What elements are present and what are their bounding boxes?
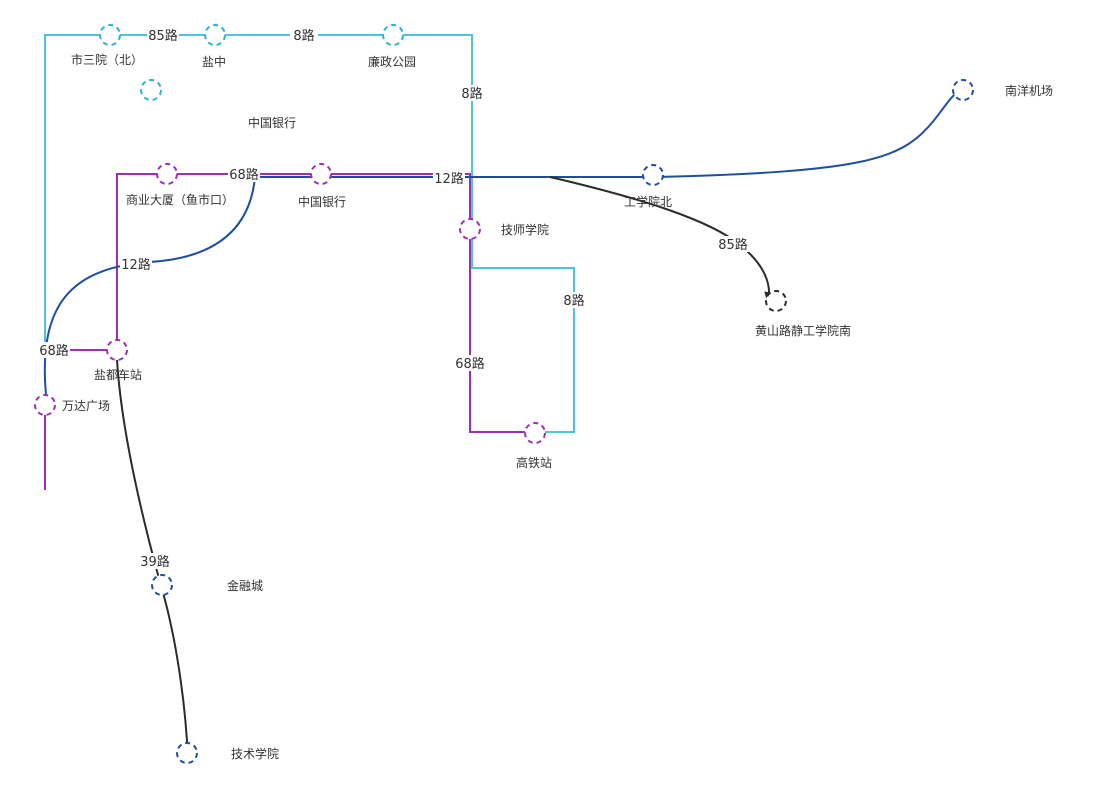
station-marker-zhongguo-top[interactable] [140, 79, 162, 101]
route-labels: 85路 8路 8路 68路 12路 12路 85路 8路 68路 68路 39路 [38, 27, 749, 570]
route-label-68-mid: 68路 [455, 356, 485, 372]
route-label-8-loop: 8路 [563, 293, 584, 309]
station-marker-yanzhong[interactable] [204, 24, 226, 46]
station-labels: 市三院（北） 盐中 廉政公园 中国银行 南洋机场 商业大厦（鱼市口） 中国银行 … [62, 52, 1053, 761]
station-marker-shangye[interactable] [156, 163, 178, 185]
station-label-lianzheng: 廉政公园 [368, 54, 416, 69]
route-line-purple-branch [70, 173, 525, 433]
station-label-yandu: 盐都车站 [94, 367, 142, 382]
station-marker-gongxueyuan[interactable] [642, 164, 664, 186]
route-label-68-left: 68路 [39, 343, 69, 359]
station-marker-wanda[interactable] [34, 394, 56, 416]
station-marker-jinrong[interactable] [151, 574, 173, 596]
station-label-gongxueyuan: 工学院北 [624, 194, 672, 209]
station-marker-nanyang[interactable] [952, 79, 974, 101]
route-line-navy-curve [43, 176, 256, 396]
station-marker-jishu[interactable] [176, 742, 198, 764]
route-label-12-left: 12路 [121, 257, 151, 273]
route-line-navy-main [255, 89, 964, 178]
station-label-wanda: 万达广场 [62, 399, 110, 413]
station-label-shangye: 商业大厦（鱼市口） [126, 192, 234, 207]
route-label-8-right: 8路 [461, 86, 482, 102]
station-label-jishi: 技师学院 [501, 222, 549, 237]
station-marker-yandu[interactable] [106, 339, 128, 361]
station-label-jishu: 技术学院 [231, 746, 279, 761]
station-marker-huangshan[interactable] [765, 290, 787, 312]
station-label-nanyang: 南洋机场 [1005, 83, 1053, 98]
station-label-shisanyuan: 市三院（北） [71, 52, 143, 67]
station-label-huangshan: 黄山路静工学院南 [755, 323, 851, 338]
station-markers [34, 24, 974, 764]
route-label-8-top: 8路 [293, 28, 314, 44]
station-label-yanzhong: 盐中 [202, 54, 226, 69]
route-label-39: 39路 [140, 554, 170, 570]
station-marker-gaotie[interactable] [524, 422, 546, 444]
station-marker-zhongguo[interactable] [310, 163, 332, 185]
station-marker-shisanyuan[interactable] [99, 24, 121, 46]
station-label-zhongguo: 中国银行 [298, 194, 346, 209]
route-label-68-top: 68路 [229, 167, 259, 183]
route-label-12-top: 12路 [434, 171, 464, 187]
station-label-zhongguo-top: 中国银行 [248, 115, 296, 130]
station-label-gaotie: 高铁站 [516, 455, 552, 470]
route-line-cyan [44, 34, 575, 433]
station-marker-lianzheng[interactable] [382, 24, 404, 46]
route-label-85-curve: 85路 [718, 237, 748, 253]
station-label-jinrong: 金融城 [227, 578, 263, 593]
route-line-85-curve [549, 176, 777, 305]
station-marker-jishi[interactable] [459, 218, 481, 240]
route-label-85-top: 85路 [148, 28, 178, 44]
